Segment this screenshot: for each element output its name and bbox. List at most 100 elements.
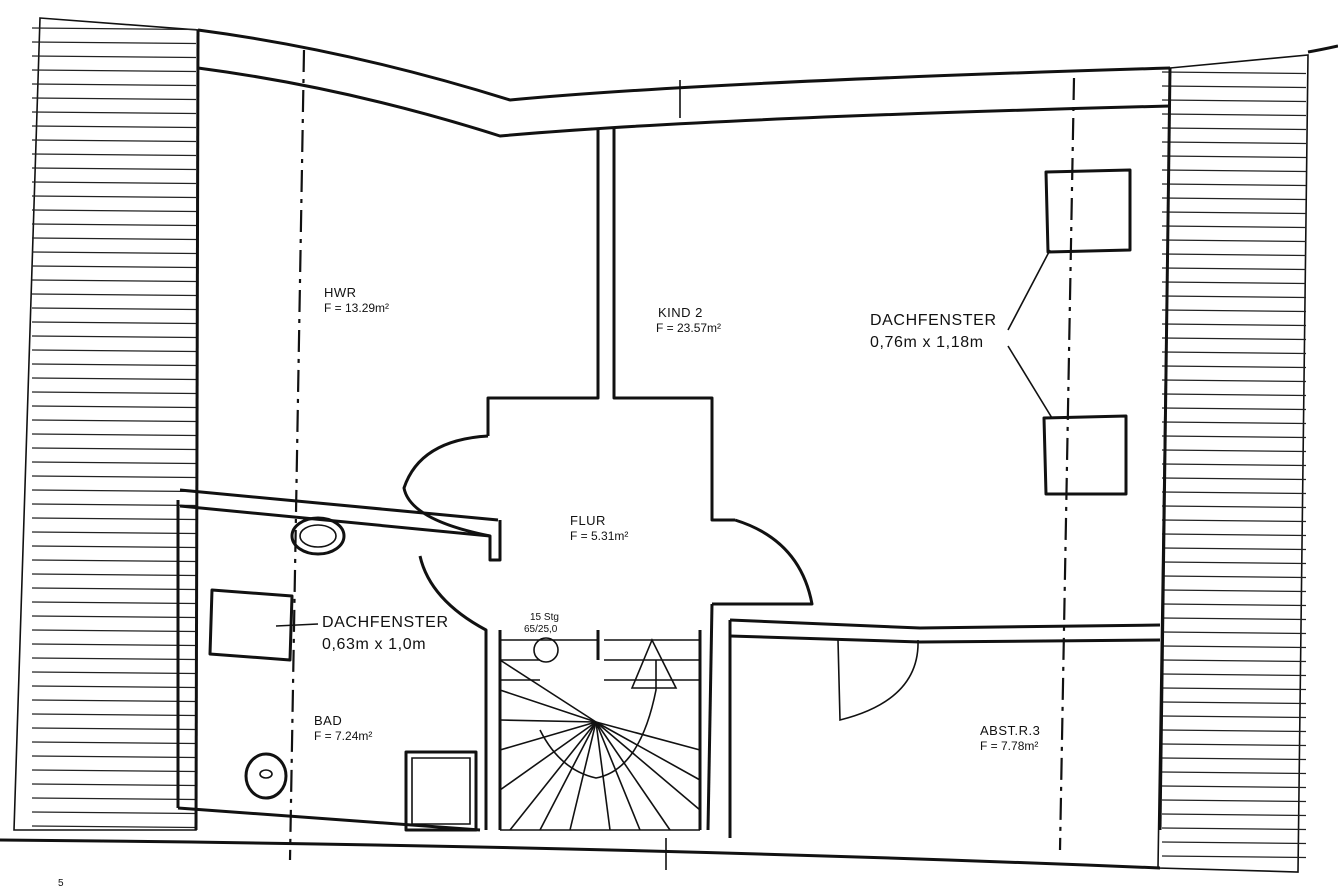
skylight-small-size: 0,63m x 1,0m <box>322 636 427 653</box>
hatch-line <box>1161 729 1307 733</box>
staircase <box>499 637 701 831</box>
shaft <box>404 750 478 832</box>
stair-tread <box>499 659 597 723</box>
hatch-line <box>1161 519 1307 523</box>
hatch-line <box>1161 197 1307 201</box>
room-name-hwr: HWR <box>324 285 357 300</box>
hatch-line <box>31 223 197 227</box>
stair-tread <box>595 721 641 831</box>
hatch-line <box>31 363 197 367</box>
room-name-kind2: KIND 2 <box>658 305 703 320</box>
skylight-large-size: 0,76m x 1,18m <box>870 334 984 351</box>
stair-tread <box>499 719 597 723</box>
hatch-line <box>31 657 197 661</box>
outer-walls <box>0 28 1338 870</box>
stair-tread <box>509 721 597 831</box>
hatch-line <box>1161 99 1307 103</box>
hatch-line <box>31 139 197 143</box>
hatch-line <box>31 251 197 255</box>
hatch-line <box>31 293 197 297</box>
hatch-line <box>1161 337 1307 341</box>
hatch-line <box>1161 421 1307 425</box>
hatch-line <box>31 69 197 73</box>
hatch-line <box>31 559 197 563</box>
hatch-line <box>31 713 197 717</box>
hatch-line <box>31 307 197 311</box>
corner-mark: 5 <box>58 878 64 889</box>
hatch-line <box>31 111 197 115</box>
hatch-line <box>31 209 197 213</box>
hatch-line <box>1161 239 1307 243</box>
hatch-line <box>1161 449 1307 453</box>
hatch-line <box>1161 687 1307 691</box>
hatch-line <box>1161 71 1307 75</box>
stair-tread <box>595 721 671 831</box>
interior-walls <box>179 128 1161 838</box>
stair-tread <box>499 689 597 723</box>
hatch-line <box>1161 617 1307 621</box>
hatch-line <box>1161 155 1307 159</box>
axis-lines <box>288 49 1076 861</box>
hatch-line <box>1161 463 1307 467</box>
hatch-line <box>31 153 197 157</box>
hatch-line <box>1161 631 1307 635</box>
hatch-line <box>1161 743 1307 747</box>
hatch-line <box>31 55 197 59</box>
hatch-line <box>31 741 197 745</box>
hatch-line <box>31 321 197 325</box>
hatch-line <box>1161 533 1307 537</box>
hatch-line <box>1161 85 1307 89</box>
hatch-line <box>1161 225 1307 229</box>
hatch-line <box>31 405 197 409</box>
hatch-line <box>1161 351 1307 355</box>
hatch-line <box>1161 715 1307 719</box>
hatch-line <box>1161 393 1307 397</box>
hatch-line <box>31 335 197 339</box>
hatch-line <box>1161 841 1307 845</box>
hatch-line <box>1161 799 1307 803</box>
hatch-line <box>1161 183 1307 187</box>
hatch-line <box>31 685 197 689</box>
hatch-line <box>1161 785 1307 789</box>
room-name-bad: BAD <box>314 713 343 728</box>
hatch-line <box>1161 701 1307 705</box>
hatch-line <box>1161 673 1307 677</box>
hatch-line <box>1161 603 1307 607</box>
hatch-line <box>1161 379 1307 383</box>
room-area-flur: F = 5.31m² <box>570 529 629 543</box>
hatch-line <box>31 783 197 787</box>
hatch-line <box>1161 505 1307 509</box>
hatch-line <box>1161 295 1307 299</box>
stair-tread <box>499 721 597 791</box>
hatch-line <box>1161 589 1307 593</box>
hatch-line <box>31 167 197 171</box>
skylight-small-label: DACHFENSTER <box>322 614 449 631</box>
hatch-line <box>31 769 197 773</box>
hatch-line <box>1161 855 1307 859</box>
hatch-line <box>1161 253 1307 257</box>
hatch-line <box>31 125 197 129</box>
room-area-bad: F = 7.24m² <box>314 729 373 743</box>
hatch-line <box>31 461 197 465</box>
skylight-large-bottom <box>1042 414 1128 496</box>
hatch-line <box>1161 113 1307 117</box>
hatch-line <box>31 349 197 353</box>
room-area-kind2: F = 23.57m² <box>656 321 722 335</box>
hatch-line <box>1161 435 1307 439</box>
toilet <box>244 752 288 800</box>
hatch-line <box>31 671 197 675</box>
hatch-line <box>1161 309 1307 313</box>
hatch-line <box>31 279 197 283</box>
hatch-line <box>31 265 197 269</box>
hatch-line <box>1161 547 1307 551</box>
hatch-line <box>31 195 197 199</box>
right-roof-hatch <box>1157 54 1309 873</box>
skylight-large-top <box>1044 168 1132 254</box>
hatch-line <box>31 699 197 703</box>
room-name-abstr3: ABST.R.3 <box>980 723 1041 738</box>
hatch-line <box>31 41 197 45</box>
hatch-line <box>1161 561 1307 565</box>
hatch-line <box>31 545 197 549</box>
hatch-line <box>31 811 197 815</box>
